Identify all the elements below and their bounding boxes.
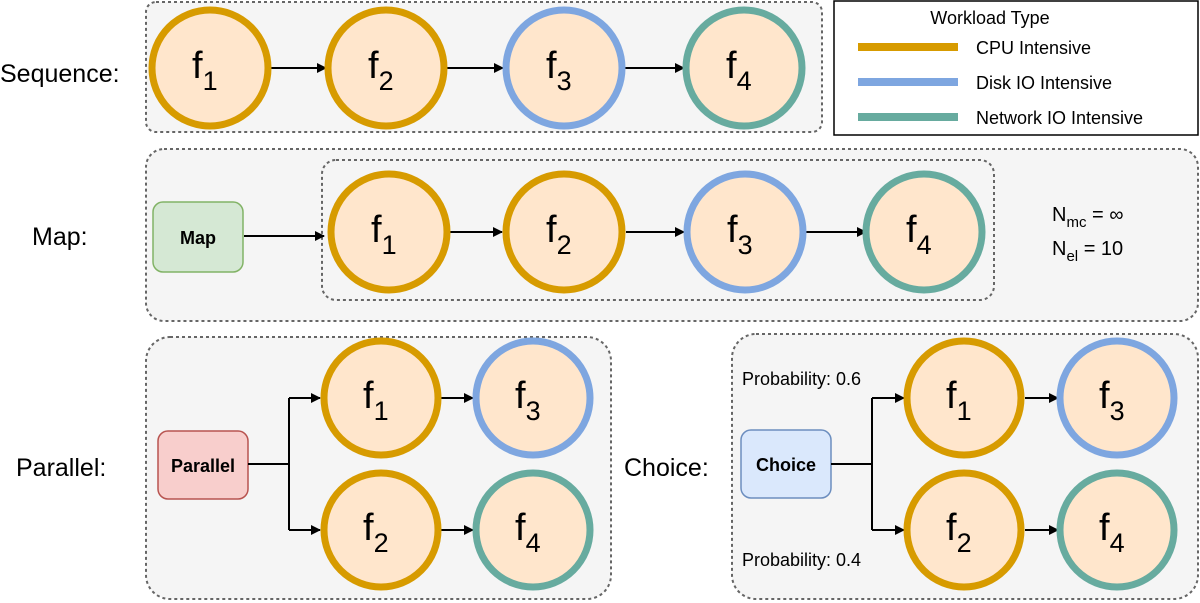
function-node-circle — [862, 170, 986, 294]
edges — [244, 63, 1059, 535]
function-node-circle — [1056, 469, 1178, 591]
function-node-circle — [1056, 337, 1178, 459]
map-operator-label: Map — [180, 228, 216, 248]
parallel-operator-box: Parallel — [157, 430, 249, 500]
sequence-node-f4: f4 — [682, 6, 806, 130]
legend: Workload Type CPU Intensive Disk IO Inte… — [833, 0, 1199, 136]
function-node-circle — [327, 170, 451, 294]
legend-title: Workload Type — [930, 8, 1049, 28]
function-node-label: f2 — [363, 507, 389, 558]
function-node-label: f2 — [546, 209, 572, 260]
map-node-f3: f3 — [683, 170, 807, 294]
parallel-node-f2: f2 — [320, 469, 442, 591]
parallel-node-f4: f4 — [472, 469, 594, 591]
sequence-node-f2: f2 — [324, 6, 448, 130]
parallel-node-f1: f1 — [320, 337, 442, 459]
map-label: Map: — [32, 223, 88, 251]
choice-node-f3: f3 — [1056, 337, 1178, 459]
map-param-mc: Nmc = ∞ — [1052, 204, 1124, 231]
legend-label-disk: Disk IO Intensive — [976, 73, 1112, 93]
function-node-circle — [148, 6, 272, 130]
choice-node-f4: f4 — [1056, 469, 1178, 591]
map-node-f1: f1 — [327, 170, 451, 294]
function-node-label: f3 — [515, 375, 541, 426]
function-node-label: f3 — [546, 45, 572, 96]
function-node-label: f1 — [192, 45, 218, 96]
function-node-circle — [683, 170, 807, 294]
legend-label-cpu: CPU Intensive — [976, 38, 1091, 58]
legend-frame — [833, 0, 1199, 136]
choice-node-f2: f2 — [903, 469, 1025, 591]
function-node-circle — [903, 337, 1025, 459]
function-node-label: f4 — [515, 507, 541, 558]
choice-node-f1: f1 — [903, 337, 1025, 459]
function-node-label: f1 — [371, 209, 397, 260]
function-node-label: f3 — [727, 209, 753, 260]
function-node-label: f4 — [906, 209, 932, 260]
map-inner-group — [321, 159, 995, 301]
function-node-circle — [682, 6, 806, 130]
sequence-node-f3: f3 — [502, 6, 626, 130]
function-node-circle — [472, 469, 594, 591]
function-node-circle — [903, 469, 1025, 591]
function-node-label: f1 — [946, 375, 972, 426]
choice-probability-lower: Probability: 0.4 — [742, 550, 861, 570]
sequence-label: Sequence: — [0, 60, 120, 88]
legend-label-network: Network IO Intensive — [976, 108, 1143, 128]
function-node-label: f2 — [368, 45, 394, 96]
function-node-circle — [324, 6, 448, 130]
choice-probability-upper: Probability: 0.6 — [742, 369, 861, 389]
choice-label: Choice: — [624, 454, 709, 482]
function-node-circle — [320, 469, 442, 591]
function-node-label: f1 — [363, 375, 389, 426]
function-node-label: f4 — [1099, 507, 1125, 558]
function-node-circle — [472, 337, 594, 459]
parallel-label: Parallel: — [16, 454, 106, 482]
function-nodes: f1 f2 f3 f4 f1 f2 f3 f4 f1 f3 f2 f4 f1 f… — [148, 6, 1178, 591]
function-node-label: f2 — [946, 507, 972, 558]
map-param-el: Nel = 10 — [1052, 238, 1123, 265]
sequence-node-f1: f1 — [148, 6, 272, 130]
choice-operator-label: Choice — [756, 455, 816, 475]
map-node-f4: f4 — [862, 170, 986, 294]
function-node-label: f3 — [1099, 375, 1125, 426]
function-node-label: f4 — [726, 45, 752, 96]
parallel-operator-label: Parallel — [171, 456, 235, 476]
function-node-circle — [320, 337, 442, 459]
map-node-f2: f2 — [502, 170, 626, 294]
function-node-circle — [502, 170, 626, 294]
map-operator-box: Map — [152, 201, 244, 273]
choice-operator-box: Choice — [740, 429, 832, 499]
function-node-circle — [502, 6, 626, 130]
parallel-node-f3: f3 — [472, 337, 594, 459]
